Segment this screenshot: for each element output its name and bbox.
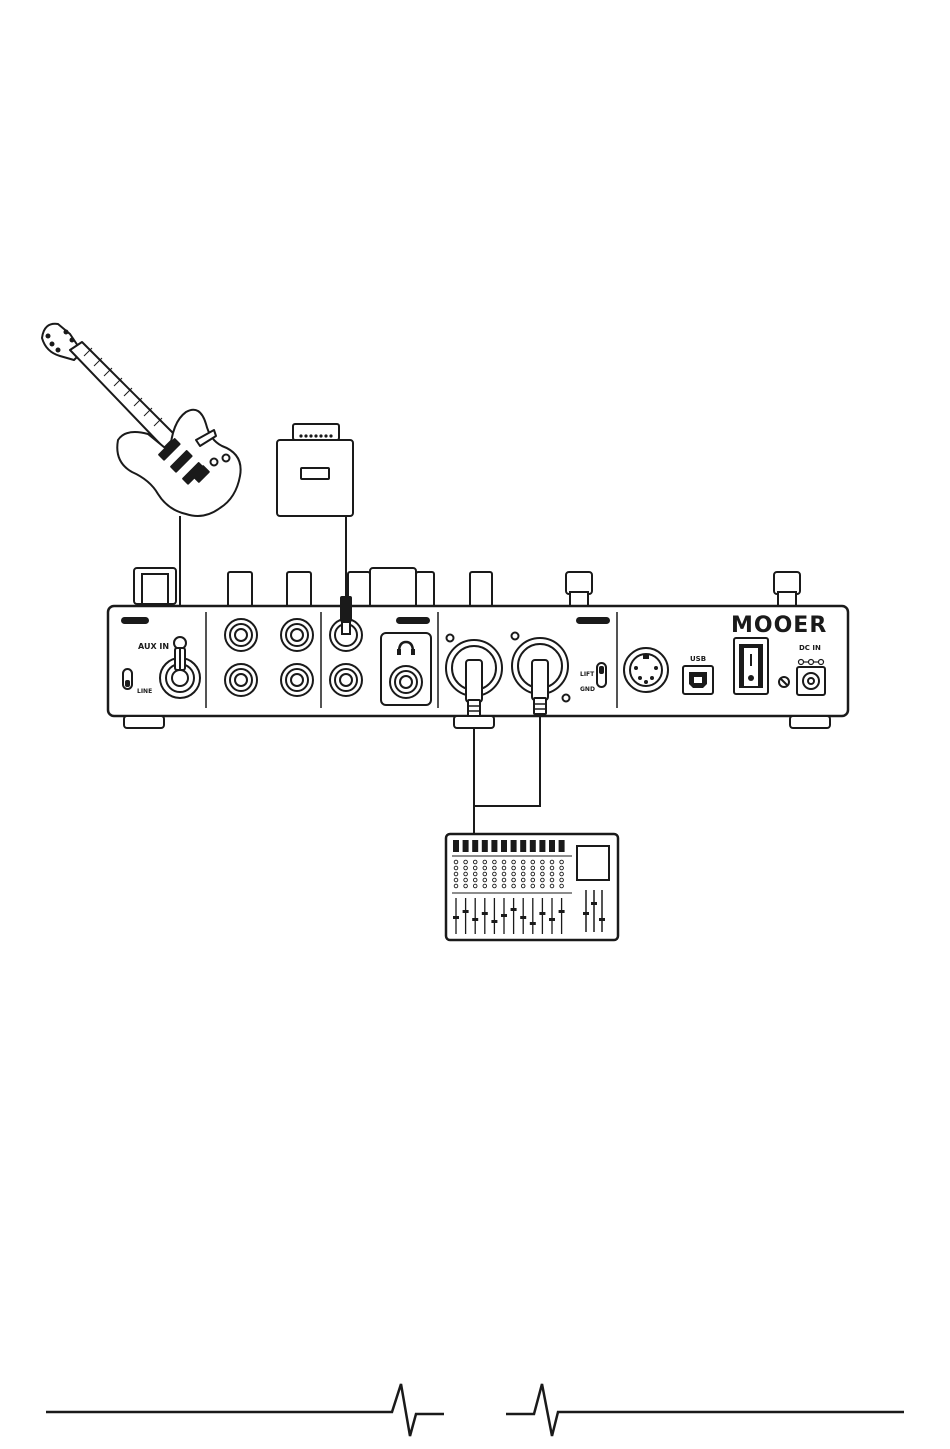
jack-6[interactable]	[330, 664, 362, 696]
amp-plug	[340, 596, 352, 634]
brand-logo: MOOER	[731, 613, 827, 638]
jack-3[interactable]	[225, 664, 257, 696]
pedal-knobs-row	[134, 568, 800, 608]
pedalboard: AUX IN LINE	[108, 596, 848, 728]
jack-1[interactable]	[225, 619, 257, 651]
gnd-label: GND	[580, 686, 595, 693]
screw-icon	[779, 677, 789, 687]
jack-4[interactable]	[281, 664, 313, 696]
dc-in-label: DC IN	[799, 644, 821, 652]
midi-port[interactable]	[624, 648, 668, 692]
mixer-screen	[577, 846, 609, 880]
line-label: LINE	[137, 688, 152, 695]
guitar-icon	[42, 324, 241, 516]
jack-2[interactable]	[281, 619, 313, 651]
mixer-icon	[446, 834, 618, 940]
footer-pulse-line	[46, 1384, 904, 1436]
power-switch[interactable]	[734, 638, 768, 694]
aux-in-label: AUX IN	[138, 642, 169, 651]
lift-label: LIFT	[580, 671, 595, 678]
polarity-icon	[799, 660, 824, 665]
usb-label: USB	[690, 655, 706, 663]
amp-icon	[277, 424, 353, 516]
headphone-jack[interactable]	[381, 633, 431, 705]
usb-port[interactable]	[683, 666, 713, 694]
dc-in-port[interactable]	[797, 667, 825, 695]
